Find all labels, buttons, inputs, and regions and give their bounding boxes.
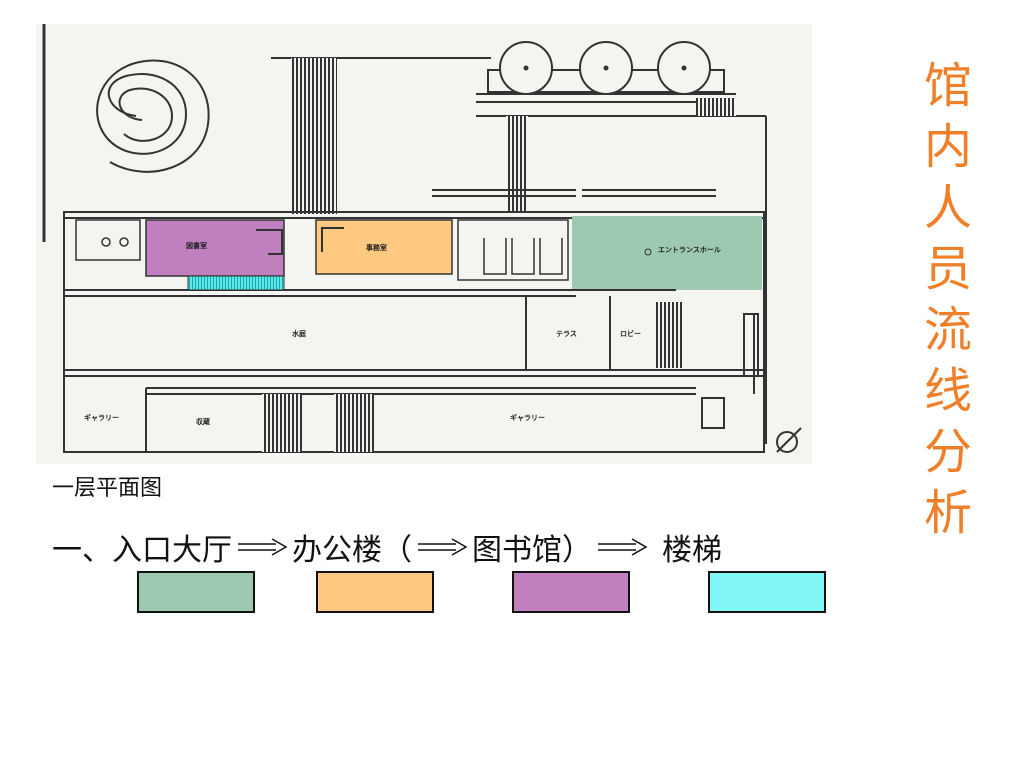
title-char: 分 bbox=[923, 424, 972, 480]
title-char: 析 bbox=[923, 485, 972, 541]
library-label: 図書室 bbox=[186, 241, 207, 250]
gallery-stair-1 bbox=[262, 394, 302, 452]
title-char: 员 bbox=[923, 241, 972, 297]
right-arrow-icon bbox=[418, 538, 468, 556]
terrace-label: テラス bbox=[556, 330, 577, 338]
flow-step-stairs: 楼梯 bbox=[662, 533, 722, 568]
gallery-stair-2 bbox=[334, 394, 374, 452]
north-arrow-icon bbox=[776, 427, 802, 453]
north-stair bbox=[291, 58, 337, 214]
lobby-label: ロビー bbox=[620, 329, 641, 338]
legend-swatch-stairs bbox=[708, 571, 826, 613]
right-arrow-icon bbox=[238, 538, 288, 556]
flow-sequence: 一、入口大厅 办公楼（ 图书馆） 楼梯 bbox=[52, 528, 722, 568]
flow-step-library: 图书馆） bbox=[472, 533, 592, 568]
title-char: 人 bbox=[923, 180, 972, 236]
title-char: 馆 bbox=[923, 58, 972, 114]
right-arrow-icon bbox=[598, 538, 648, 556]
title-char: 流 bbox=[923, 302, 972, 358]
spiral-sculpture bbox=[96, 59, 210, 173]
office-label: 事務室 bbox=[366, 243, 387, 252]
entrance-hall-label: エントランスホール bbox=[658, 246, 721, 254]
circular-tanks bbox=[499, 41, 711, 95]
legend-swatch-office bbox=[316, 571, 434, 613]
stairs-area bbox=[187, 275, 285, 291]
entrance-hall-room bbox=[572, 216, 762, 290]
page-title: 馆内人员流线分析 bbox=[912, 56, 984, 544]
legend-swatch-entrance bbox=[137, 571, 255, 613]
flow-step-entrance: 一、入口大厅 bbox=[52, 533, 232, 568]
flow-step-office: 办公楼（ bbox=[292, 533, 412, 568]
legend-swatch-library bbox=[512, 571, 630, 613]
gallery-right-label: ギャラリー bbox=[510, 413, 545, 422]
floor-plan: 図書室 事務室 エントランスホール 水庭 テラス ロビー ギャラリー 収蔵 ギャ… bbox=[36, 24, 812, 464]
title-char: 线 bbox=[923, 363, 972, 419]
title-char: 内 bbox=[923, 119, 972, 175]
gallery-left-label: ギャラリー bbox=[84, 413, 119, 422]
storage-label: 収蔵 bbox=[196, 417, 210, 426]
library-room bbox=[145, 219, 285, 277]
water-court-label: 水庭 bbox=[292, 329, 307, 338]
plan-caption: 一层平面图 bbox=[52, 476, 163, 501]
